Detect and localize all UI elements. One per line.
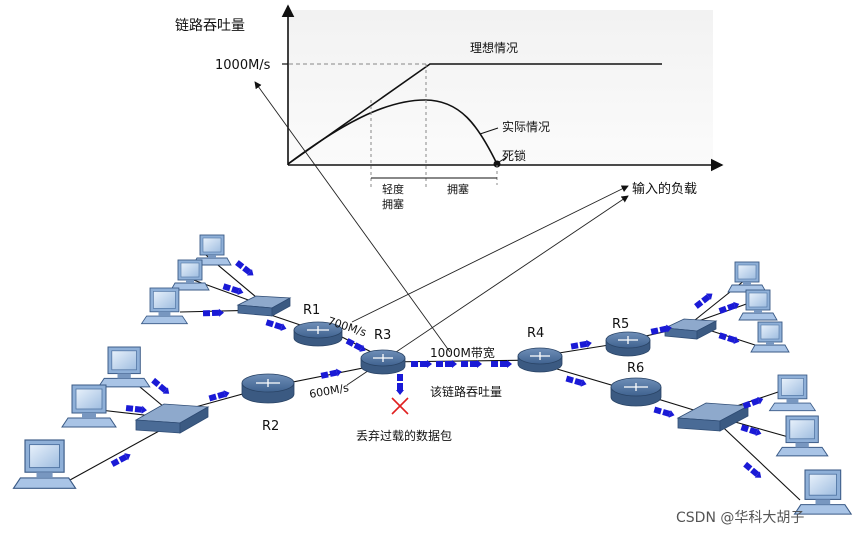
packet-icon xyxy=(570,338,593,351)
x-axis-label: 输入的负载 xyxy=(632,181,697,197)
deadlock-label: 死锁 xyxy=(502,148,526,163)
r6-label: R6 xyxy=(627,361,644,376)
packet-icon xyxy=(265,318,288,333)
deadlock-point xyxy=(493,160,501,168)
r5-label: R5 xyxy=(612,317,629,332)
packet-icon xyxy=(202,308,225,318)
drop-x-icon xyxy=(391,397,409,415)
computer-icon xyxy=(98,346,151,388)
packet-icon xyxy=(740,423,763,438)
throughput-label: 该链路吞吐量 xyxy=(430,384,502,399)
packet-icon xyxy=(125,404,148,415)
connector-700-to-load xyxy=(351,185,629,323)
throughput-chart: 链路吞吐量 1000M/s 理想情况 实际情况 死锁 轻度 拥塞 拥塞 输入的负… xyxy=(175,4,724,211)
y-axis-label: 链路吞吐量 xyxy=(175,18,245,34)
drop-label: 丢弃过载的数据包 xyxy=(356,428,452,443)
deadlock-label-pointer xyxy=(498,156,508,163)
packets xyxy=(110,259,765,481)
r1-label: R1 xyxy=(303,303,320,318)
switch-right-top xyxy=(663,318,718,340)
actual-label-pointer xyxy=(479,127,499,135)
watermark: CSDN @华科大胡子 xyxy=(676,510,804,526)
light-congestion-label-2: 拥塞 xyxy=(382,197,404,211)
r4-label: R4 xyxy=(527,326,544,341)
packet-icon xyxy=(653,405,676,420)
light-congestion-label-1: 轻度 xyxy=(382,182,404,196)
actual-label: 实际情况 xyxy=(502,119,550,134)
chart-background xyxy=(288,10,713,165)
switch-left-bottom xyxy=(134,403,210,434)
r3-label: R3 xyxy=(374,328,391,343)
packet-icon xyxy=(320,367,343,380)
router-r6 xyxy=(610,377,662,407)
packet-icon xyxy=(234,259,256,279)
router-r4 xyxy=(517,347,563,373)
computer-icon xyxy=(727,261,767,293)
packet-icon xyxy=(150,377,172,397)
computer-icon xyxy=(61,384,117,428)
router-r1 xyxy=(293,321,343,347)
computer-icon xyxy=(750,321,790,353)
packet-icon xyxy=(742,461,764,481)
connector-to-y-axis xyxy=(254,81,451,353)
actual-curve xyxy=(287,99,498,165)
computer-icon xyxy=(12,439,77,489)
computer-icon xyxy=(793,469,852,515)
packet-icon xyxy=(491,360,512,368)
switch-right-bottom xyxy=(676,402,750,432)
packet-icon xyxy=(345,337,368,355)
link-600-label: 600M/s xyxy=(308,381,350,401)
switch-left-top xyxy=(236,295,292,317)
host-computers xyxy=(12,234,852,515)
router-r5 xyxy=(605,331,651,357)
router-r2 xyxy=(241,373,295,404)
ideal-label: 理想情况 xyxy=(470,40,518,55)
bandwidth-label: 1000M带宽 xyxy=(430,345,495,360)
router-r3 xyxy=(360,349,406,375)
packet-icon xyxy=(110,450,133,468)
congestion-label: 拥塞 xyxy=(447,182,469,196)
y-tick-1000: 1000M/s xyxy=(215,58,271,73)
packet-icon xyxy=(396,374,404,395)
r2-label: R2 xyxy=(262,419,279,434)
computer-icon xyxy=(141,287,188,325)
packet-icon xyxy=(718,331,741,346)
